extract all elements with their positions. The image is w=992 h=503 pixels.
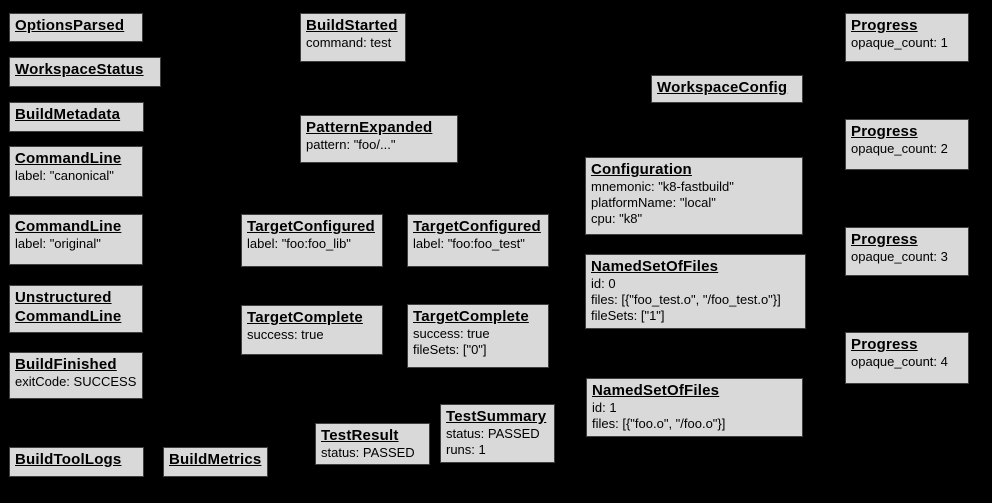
event-node-workspacestatus-1: WorkspaceStatus	[9, 57, 161, 87]
event-node-field: id: 1	[592, 400, 617, 415]
event-node-field: id: 0	[591, 276, 616, 291]
event-node-field: status: PASSED	[321, 445, 415, 460]
event-node-title: Configuration	[591, 161, 692, 178]
event-node-field: success: true	[413, 326, 490, 341]
event-node-title: TargetComplete	[413, 308, 529, 325]
event-node-field: label: "foo:foo_lib"	[247, 236, 351, 251]
event-node-field: label: "canonical"	[15, 168, 114, 183]
event-node-field: fileSets: ["1"]	[591, 308, 665, 323]
event-node-field: cpu: "k8"	[591, 211, 643, 226]
event-node-field: mnemonic: "k8-fastbuild"	[591, 179, 734, 194]
event-node-title: TargetComplete	[247, 309, 363, 326]
event-node-field: runs: 1	[446, 442, 486, 457]
event-node-field: status: PASSED	[446, 426, 540, 441]
event-node-field: command: test	[306, 35, 392, 50]
event-node-unstructured-commandline-5: Unstructured CommandLine	[9, 285, 143, 333]
event-node-title: Progress	[851, 336, 918, 353]
event-node-field: files: [{"foo.o", "/foo.o"}]	[592, 416, 726, 431]
event-node-field: label: "foo:foo_test"	[413, 236, 525, 251]
event-node-title: TestResult	[321, 427, 399, 444]
event-node-field: label: "original"	[15, 236, 101, 251]
event-node-field: success: true	[247, 327, 324, 342]
event-node-title: BuildFinished	[15, 356, 117, 373]
event-node-title: OptionsParsed	[15, 17, 125, 34]
event-node-field: fileSets: ["0"]	[413, 342, 487, 357]
event-node-title: CommandLine	[15, 218, 122, 235]
event-node-field: opaque_count: 3	[851, 249, 948, 264]
event-node-title: TargetConfigured	[247, 218, 375, 235]
event-node-title: NamedSetOfFiles	[592, 382, 720, 399]
event-node-title: BuildMetadata	[15, 106, 121, 123]
event-node-title: PatternExpanded	[306, 119, 433, 136]
event-node-title: Progress	[851, 17, 918, 34]
event-node-title: BuildToolLogs	[15, 451, 122, 468]
event-node-field: platformName: "local"	[591, 195, 716, 210]
event-node-optionsparsed-0: OptionsParsed	[9, 13, 143, 42]
event-node-field: opaque_count: 4	[851, 354, 948, 369]
event-node-title: WorkspaceStatus	[15, 61, 144, 78]
event-node-title: BuildStarted	[306, 17, 398, 34]
event-node-field: pattern: "foo/..."	[306, 137, 396, 152]
event-node-buildmetrics-8: BuildMetrics	[163, 447, 268, 477]
event-node-buildmetadata-2: BuildMetadata	[9, 102, 144, 132]
event-node-field: opaque_count: 1	[851, 35, 948, 50]
event-node-field: exitCode: SUCCESS	[15, 374, 137, 389]
event-node-title: NamedSetOfFiles	[591, 258, 719, 275]
event-node-title: TargetConfigured	[413, 218, 541, 235]
event-node-title: TestSummary	[446, 408, 547, 425]
event-node-title: Progress	[851, 231, 918, 248]
event-node-title: CommandLine	[15, 150, 122, 167]
event-node-title: WorkspaceConfig	[657, 79, 788, 96]
event-node-field: opaque_count: 2	[851, 141, 948, 156]
event-node-title: Unstructured CommandLine	[15, 289, 122, 325]
event-node-title: Progress	[851, 123, 918, 140]
event-node-title: BuildMetrics	[169, 451, 262, 468]
event-node-buildtoollogs-7: BuildToolLogs	[9, 447, 144, 477]
event-node-field: files: [{"foo_test.o", "/foo_test.o"}]	[591, 292, 781, 307]
event-node-workspaceconfig-17: WorkspaceConfig	[651, 75, 803, 103]
